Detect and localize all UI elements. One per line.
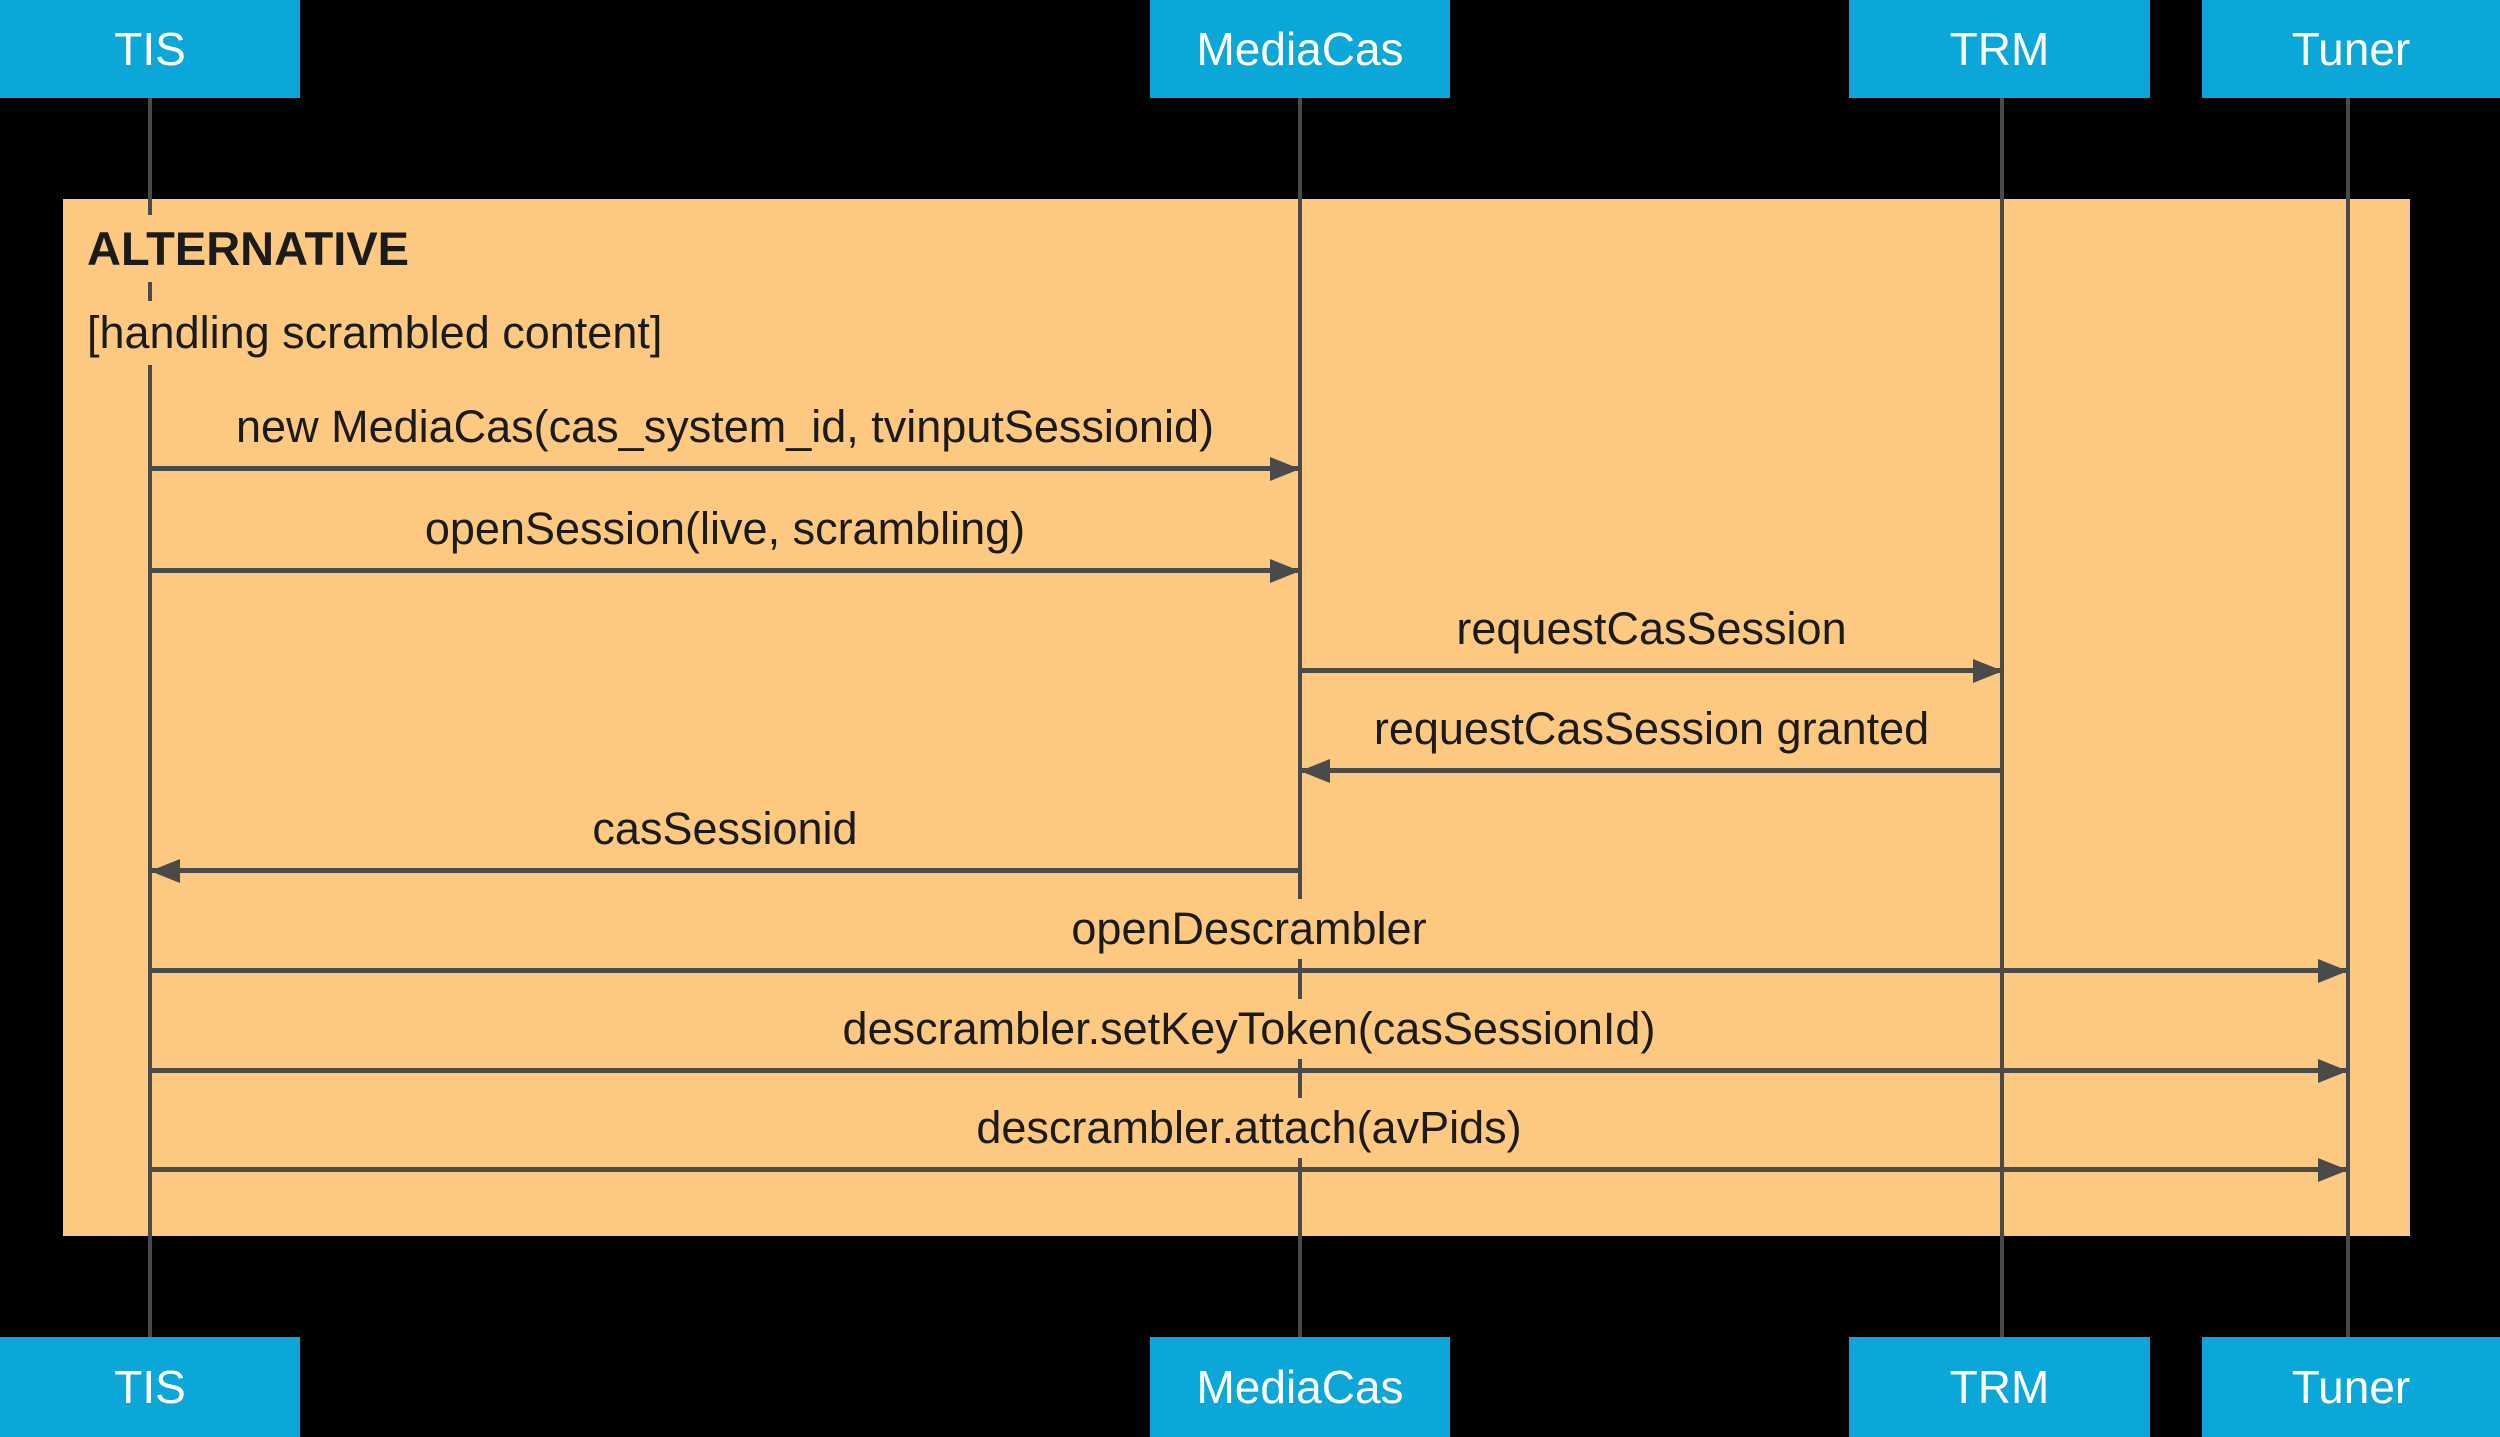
participant-label: Tuner [2291, 23, 2411, 75]
participant-bottom-tis: TIS [0, 1337, 300, 1437]
participant-bottom-trm: TRM [1849, 1337, 2150, 1437]
participant-label: MediaCas [1196, 23, 1404, 75]
message-opendescrambler: openDescrambler [150, 899, 2348, 983]
lifeline-tuner [2346, 98, 2350, 1338]
participant-bottom-tuner: Tuner [2202, 1337, 2500, 1437]
participant-label: TIS [114, 23, 186, 75]
message-label: openDescrambler [150, 899, 2348, 959]
message-line [150, 1059, 2348, 1083]
message-line [1300, 659, 2003, 683]
participant-label: MediaCas [1196, 1361, 1404, 1413]
participant-label: TRM [1949, 23, 2050, 75]
message-label: requestCasSession [1300, 599, 2003, 659]
message-line [150, 859, 1300, 883]
alt-fragment-guard: [handling scrambled content] [77, 301, 673, 365]
participant-label: Tuner [2291, 1361, 2411, 1413]
message-label: openSession(live, scrambling) [150, 499, 1300, 559]
message-line [150, 1158, 2348, 1182]
message-line [1300, 759, 2003, 783]
participant-label: TIS [114, 1361, 186, 1413]
message-cassessionid: casSessionid [150, 799, 1300, 883]
message-opensession: openSession(live, scrambling) [150, 499, 1300, 583]
arrowhead-right-icon [2318, 1158, 2348, 1182]
participant-top-trm: TRM [1849, 0, 2150, 98]
arrowhead-right-icon [1973, 659, 2003, 683]
message-line [150, 959, 2348, 983]
message-requestcassession: requestCasSession [1300, 599, 2003, 683]
arrowhead-right-icon [1270, 559, 1300, 583]
lifeline-trm [2000, 98, 2004, 1338]
participant-top-tis: TIS [0, 0, 300, 98]
participant-top-tuner: Tuner [2202, 0, 2500, 98]
message-setkeytoken: descrambler.setKeyToken(casSessionId) [150, 999, 2348, 1083]
message-line [150, 457, 1300, 481]
message-label: descrambler.setKeyToken(casSessionId) [150, 999, 2348, 1059]
message-requestcassession-granted: requestCasSession granted [1300, 699, 2003, 783]
lifeline-mediacas [1298, 98, 1302, 1338]
arrowhead-right-icon [2318, 1059, 2348, 1083]
arrowhead-left-icon [1300, 759, 1330, 783]
arrowhead-right-icon [1270, 457, 1300, 481]
message-line [150, 559, 1300, 583]
arrowhead-left-icon [150, 859, 180, 883]
participant-top-mediacas: MediaCas [1150, 0, 1450, 98]
message-new-mediacas: new MediaCas(cas_system_id, tvinputSessi… [150, 397, 1300, 481]
alt-fragment-title: ALTERNATIVE [77, 215, 420, 282]
arrowhead-right-icon [2318, 959, 2348, 983]
message-attach: descrambler.attach(avPids) [150, 1098, 2348, 1182]
participant-label: TRM [1949, 1361, 2050, 1413]
message-label: requestCasSession granted [1300, 699, 2003, 759]
message-label: casSessionid [150, 799, 1300, 859]
message-label: descrambler.attach(avPids) [150, 1098, 2348, 1158]
message-label: new MediaCas(cas_system_id, tvinputSessi… [150, 397, 1300, 457]
lifeline-tis [148, 98, 152, 1338]
alt-fragment-frame: ALTERNATIVE [handling scrambled content] [63, 199, 2410, 1236]
participant-bottom-mediacas: MediaCas [1150, 1337, 1450, 1437]
